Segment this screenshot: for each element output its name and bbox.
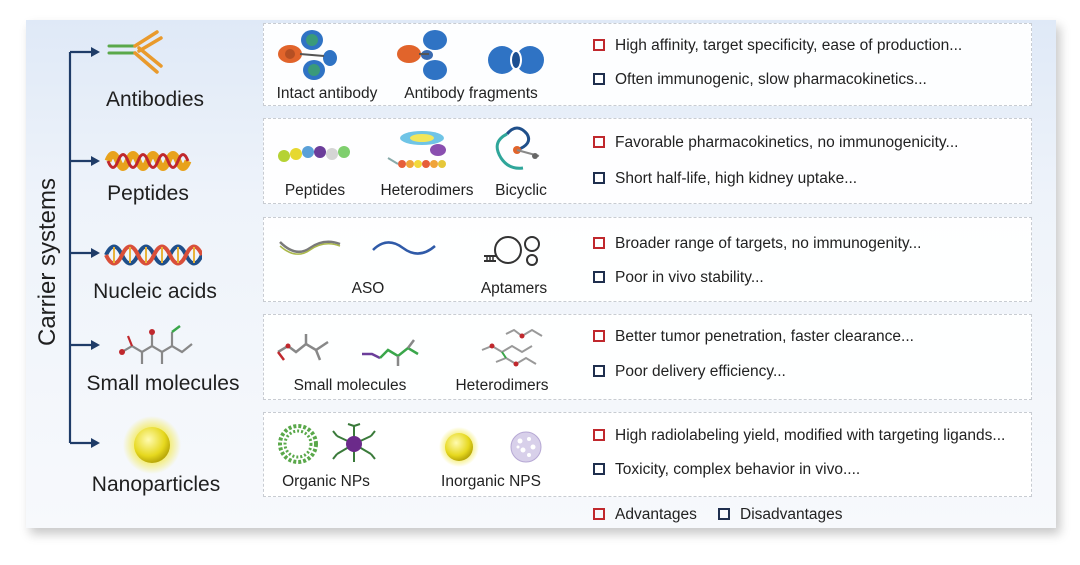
bicyclic-peptide-icon: [495, 126, 540, 170]
image-label: Inorganic NPS: [441, 473, 541, 490]
arrow-icon: [91, 156, 100, 166]
aso-strand-icon: [372, 241, 436, 255]
disadvantage-item: Poor delivery efficiency...: [593, 363, 786, 381]
small-molecule-icon: [362, 339, 419, 366]
category-label-peptides: Peptides: [107, 182, 189, 205]
dendrimer-icon: [332, 423, 376, 462]
liposome-icon: [278, 424, 318, 464]
category-label-nucleic-acids: Nucleic acids: [93, 280, 217, 303]
antibody-fragment-icon: [488, 46, 544, 74]
disadvantage-square-icon: [593, 73, 605, 85]
disadvantage-item: Often immunogenic, slow pharmacokinetics…: [593, 71, 927, 89]
peptide-chain-icon: [278, 146, 350, 162]
peptides-box: [263, 118, 1032, 204]
advantage-square-icon: [593, 508, 605, 520]
disadvantage-square-icon: [593, 172, 605, 184]
arrow-icon: [91, 248, 100, 258]
disadvantage-item: Poor in vivo stability...: [593, 269, 764, 287]
arrow-icon: [91, 438, 100, 448]
image-label: Intact antibody: [276, 85, 378, 102]
antibody-category-icon: [107, 30, 163, 74]
legend-advantages: Advantages: [593, 506, 697, 524]
image-label: Heterodimers: [380, 182, 474, 199]
intact-antibody-icon: [278, 30, 337, 80]
image-label: Heterodimers: [455, 377, 549, 394]
peptide-helix-icon: [104, 151, 192, 171]
disadvantage-item: Short half-life, high kidney uptake...: [593, 170, 857, 188]
image-label: Small molecules: [293, 377, 407, 394]
category-label-nanoparticles: Nanoparticles: [91, 473, 221, 496]
legend-disadvantages: Disadvantages: [718, 506, 843, 524]
arrow-icon: [91, 47, 100, 57]
porous-nanoparticle-icon: [510, 431, 542, 463]
advantage-square-icon: [593, 237, 605, 249]
small-molecule-heterodimer-icon: [481, 328, 543, 367]
disadvantage-square-icon: [593, 271, 605, 283]
image-label: Antibody fragments: [404, 85, 538, 102]
image-label: Organic NPs: [282, 473, 370, 490]
peptide-heterodimer-icon: [387, 131, 446, 168]
disadvantage-item: Toxicity, complex behavior in vivo....: [593, 461, 860, 479]
category-label-small-molecules: Small molecules: [86, 372, 240, 395]
image-label: Bicyclic: [495, 182, 547, 199]
arrow-icon: [91, 340, 100, 350]
disadvantage-square-icon: [593, 365, 605, 377]
advantage-square-icon: [593, 39, 605, 51]
inorganic-nanoparticle-icon: [439, 427, 479, 467]
small-molecules-box: [263, 314, 1032, 400]
advantage-square-icon: [593, 136, 605, 148]
dna-helix-icon: [104, 244, 202, 266]
disadvantage-square-icon: [593, 463, 605, 475]
antibody-fragment-icon: [397, 30, 447, 80]
image-label: Peptides: [284, 182, 346, 199]
antibodies-box: [263, 23, 1032, 106]
advantage-square-icon: [593, 429, 605, 441]
advantage-square-icon: [593, 330, 605, 342]
nanoparticles-box: [263, 412, 1032, 497]
advantage-item: Broader range of targets, no immunogenit…: [593, 235, 921, 253]
image-label: Aptamers: [480, 280, 548, 297]
small-molecule-category-icon: [119, 325, 193, 364]
advantage-item: Better tumor penetration, faster clearan…: [593, 328, 914, 346]
aptamer-icon: [484, 236, 540, 266]
image-label: ASO: [351, 280, 385, 297]
nucleic-acids-box: [263, 217, 1032, 302]
disadvantage-square-icon: [718, 508, 730, 520]
nanoparticle-category-icon: [123, 416, 181, 474]
advantage-item: Favorable pharmacokinetics, no immunogen…: [593, 134, 958, 152]
advantage-item: High affinity, target specificity, ease …: [593, 37, 962, 55]
aso-strand-icon: [279, 240, 341, 255]
category-label-antibodies: Antibodies: [105, 88, 205, 111]
small-molecule-icon: [277, 334, 329, 361]
advantage-item: High radiolabeling yield, modified with …: [593, 427, 1005, 445]
